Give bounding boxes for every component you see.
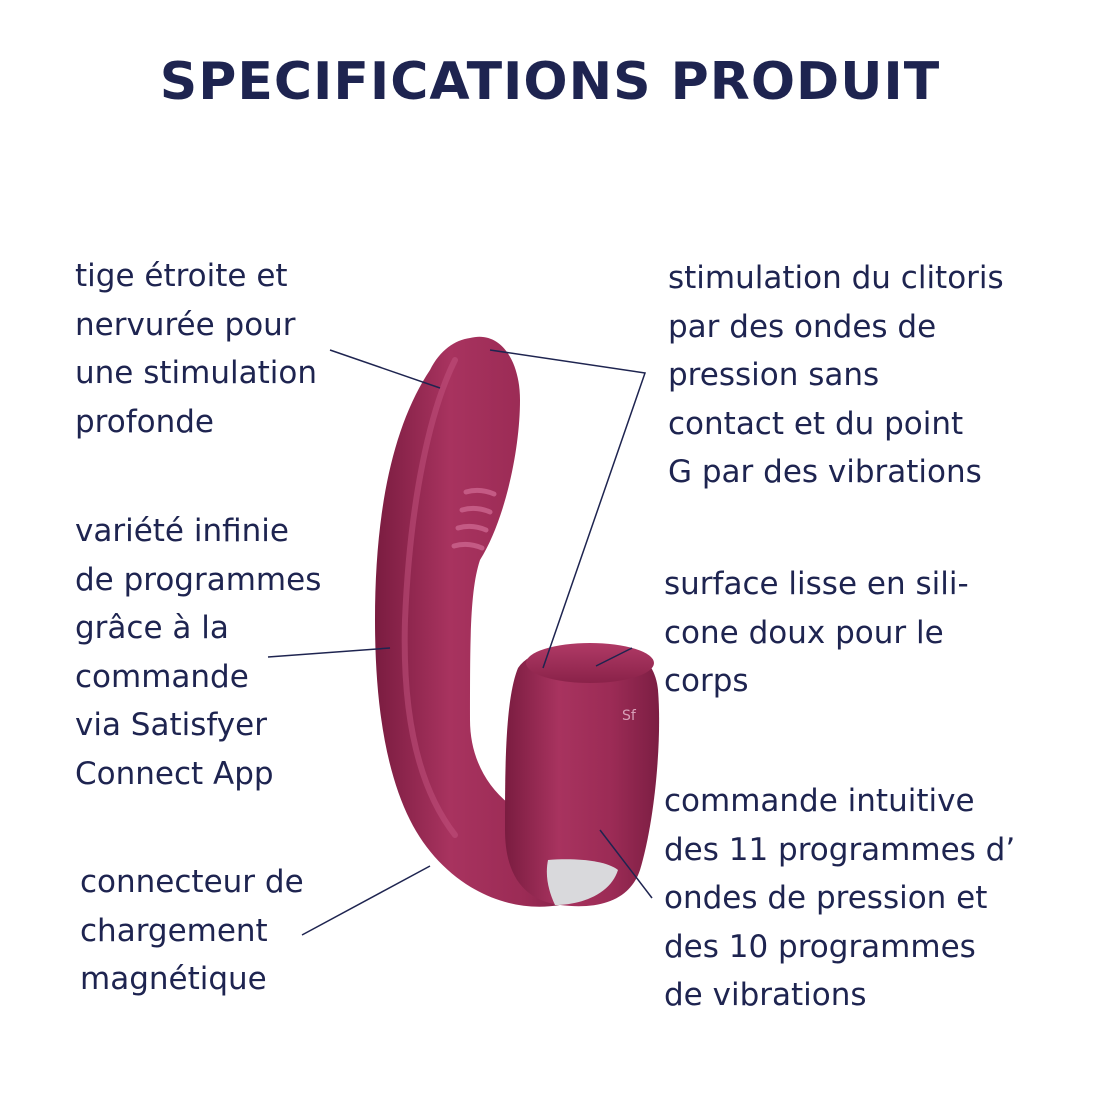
label-line: connecteur de — [80, 864, 304, 900]
label-shaft: tige étroite et nervurée pour une stimul… — [75, 252, 317, 446]
label-line: des 10 programmes — [664, 928, 976, 965]
label-line: une stimulation — [75, 355, 317, 391]
label-line: chargement — [80, 912, 268, 949]
leader-line-charging — [301, 865, 431, 936]
leader-line-stimulation — [489, 349, 647, 669]
label-line: cone doux pour le — [664, 614, 944, 651]
label-line: grâce à la — [75, 610, 229, 646]
label-line: par des ondes de — [668, 308, 937, 345]
leader-line-control — [599, 829, 653, 899]
label-line: ondes de pression et — [664, 880, 988, 916]
label-control: commande intuitive des 11 programmes d’ … — [664, 777, 1015, 1020]
page-title: SPECIFICATIONS PRODUIT — [159, 52, 941, 112]
label-line: magnétique — [80, 961, 267, 997]
shaft-ridges — [451, 487, 497, 551]
charging-connector — [546, 859, 618, 905]
label-line: variété infinie — [75, 513, 289, 549]
label-line: tige étroite et — [75, 258, 288, 294]
label-line: nervurée pour — [75, 306, 296, 343]
label-surface: surface lisse en sili- cone doux pour le… — [664, 560, 969, 706]
label-app: variété infinie de programmes grâce à la… — [75, 507, 321, 798]
label-line: de vibrations — [664, 977, 867, 1013]
label-line: des 11 programmes d’ — [664, 831, 1016, 868]
label-line: G par des vibrations — [668, 454, 982, 490]
brand-logo: Sf — [622, 708, 637, 724]
label-stimulation: stimulation du clitoris par des ondes de… — [668, 254, 1004, 497]
leader-line-app — [267, 647, 391, 658]
product-body — [375, 336, 589, 907]
leader-line-surface — [595, 647, 633, 667]
label-line: de programmes — [75, 561, 322, 598]
label-line: commande intuitive — [664, 783, 975, 819]
label-line: Connect App — [75, 755, 274, 792]
label-line: contact et du point — [668, 405, 964, 442]
label-line: surface lisse en sili- — [664, 566, 969, 602]
label-line: stimulation du clitoris — [668, 260, 1004, 296]
leader-line-shaft — [329, 349, 441, 389]
label-line: pression sans — [668, 357, 880, 393]
label-line: via Satisfyer — [75, 707, 267, 743]
label-line: corps — [664, 663, 749, 699]
product-suction-head — [505, 645, 660, 907]
label-line: commande — [75, 658, 249, 695]
label-charging: connecteur de chargement magnétique — [80, 858, 304, 1004]
label-line: profonde — [75, 403, 214, 440]
